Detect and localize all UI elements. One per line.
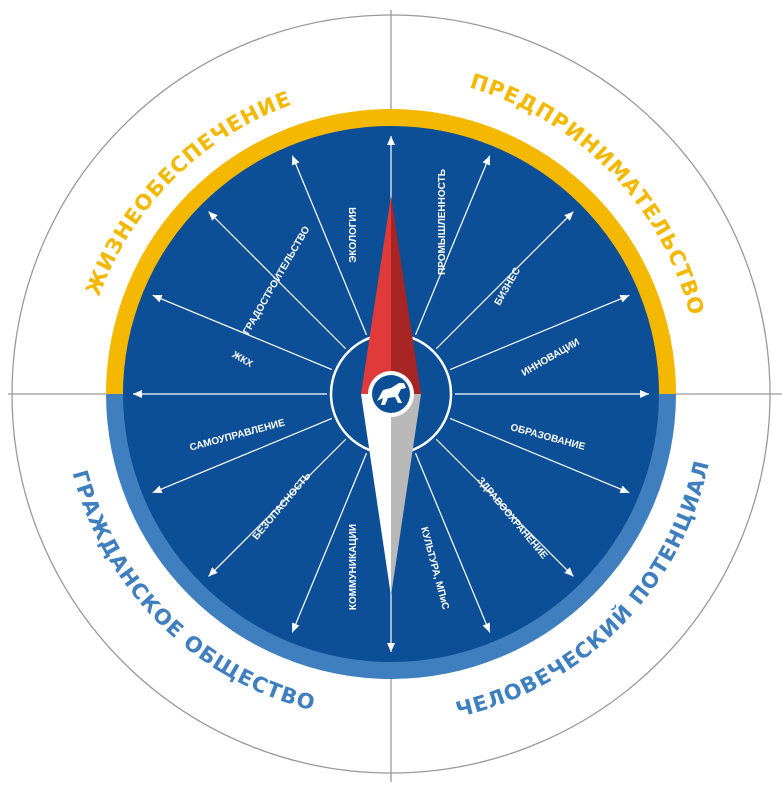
spoke-arrowhead bbox=[564, 211, 574, 221]
spoke-line bbox=[414, 452, 491, 633]
needle-south-left bbox=[361, 394, 391, 596]
spoke-arrowhead bbox=[133, 390, 142, 398]
compass-needle bbox=[361, 196, 421, 596]
spoke-arrowhead bbox=[292, 155, 300, 166]
spoke-line bbox=[291, 155, 368, 336]
spoke-arrowhead bbox=[482, 155, 490, 166]
sector-comms: КОММУНИКАЦИИ bbox=[348, 524, 359, 610]
needle-north-left bbox=[361, 196, 391, 394]
spoke-line bbox=[291, 452, 368, 633]
spoke-arrowhead bbox=[564, 567, 574, 577]
spoke-line bbox=[449, 417, 630, 494]
spoke-line bbox=[208, 211, 347, 350]
spoke-line bbox=[152, 417, 333, 494]
horse-emblem bbox=[368, 371, 414, 417]
sector-ecology: ЭКОЛОГИЯ bbox=[348, 207, 359, 263]
spoke-line bbox=[435, 438, 574, 577]
spoke-arrowhead bbox=[152, 295, 163, 303]
spoke-arrowhead bbox=[619, 485, 630, 493]
spoke-arrowhead bbox=[387, 136, 395, 145]
spoke-arrowhead bbox=[152, 485, 163, 493]
spoke-arrowhead bbox=[619, 295, 630, 303]
spoke-arrowhead bbox=[482, 622, 490, 633]
needle-south-right bbox=[391, 394, 421, 596]
spoke-line bbox=[414, 155, 491, 336]
spoke-line bbox=[449, 294, 630, 371]
sector-industry: ПРОМЫШЛЕННОСТЬ bbox=[437, 169, 448, 275]
needle-north-right bbox=[391, 196, 421, 394]
spoke-line bbox=[152, 294, 333, 371]
spoke-arrowhead bbox=[208, 567, 218, 577]
spoke-arrowhead bbox=[208, 211, 218, 221]
spoke-arrowhead bbox=[640, 390, 649, 398]
spoke-arrowhead bbox=[292, 622, 300, 633]
spoke-line bbox=[435, 211, 574, 350]
spoke-line bbox=[208, 438, 347, 577]
spoke-arrowhead bbox=[387, 643, 395, 652]
